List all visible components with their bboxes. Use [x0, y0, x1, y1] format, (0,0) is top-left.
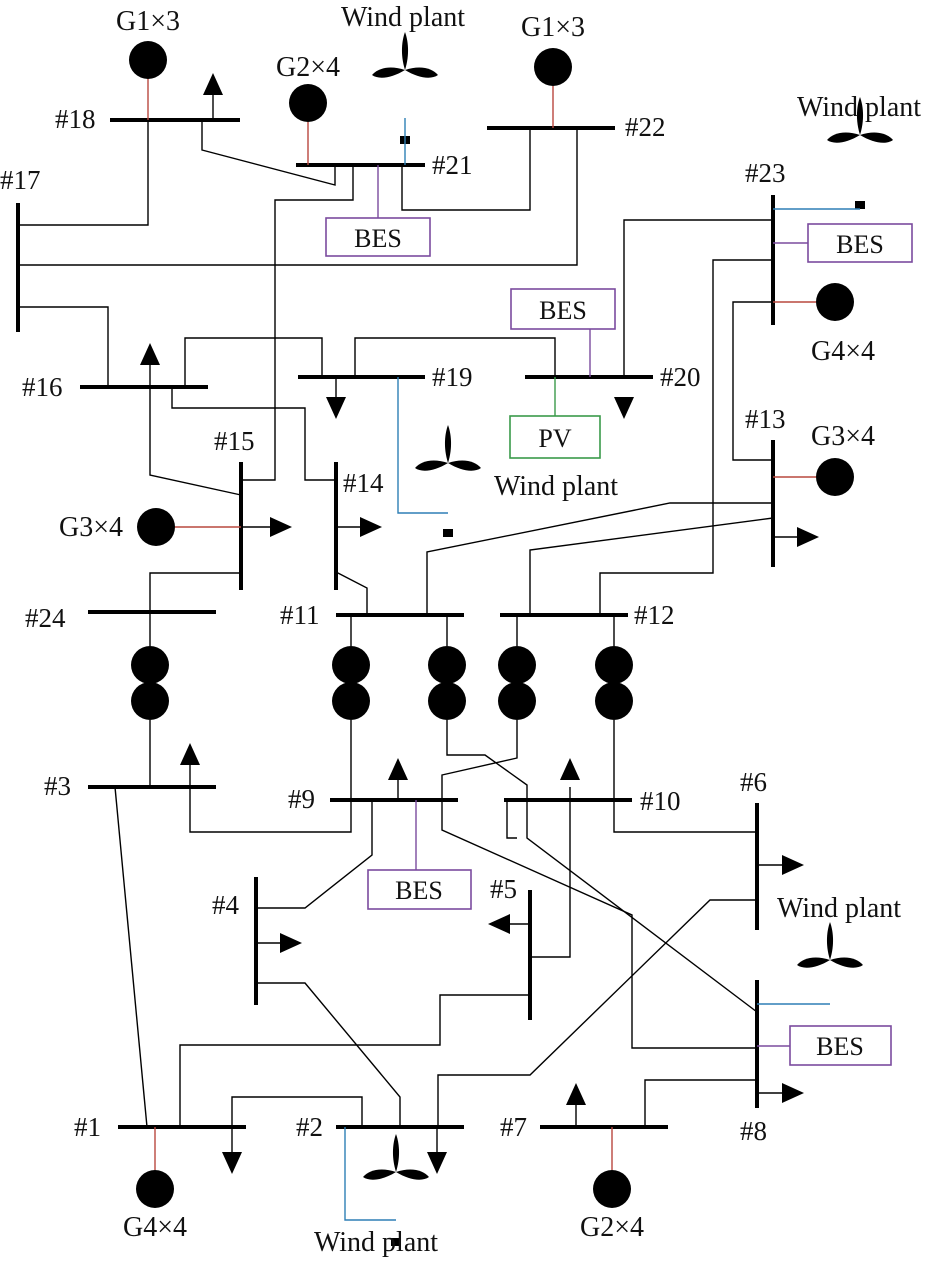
load-arrow-icon [360, 517, 382, 537]
wind-plant-label: Wind plant [777, 893, 901, 924]
bes-label: BES [539, 296, 587, 325]
transformer-icon [131, 646, 169, 720]
load-arrow-icon [280, 933, 302, 953]
load-arrow-icon [797, 527, 819, 547]
load-arrow-icon [388, 758, 408, 780]
bus-label-4: #4 [212, 890, 240, 920]
load-arrow-icon [782, 1083, 804, 1103]
storage-units: BES BES BES BES BES [325, 165, 913, 1066]
bus-label-12: #12 [634, 600, 675, 630]
wind-plants [344, 32, 893, 1246]
transformer-icon [498, 646, 536, 720]
bus-label-21: #21 [432, 150, 473, 180]
wind-plant-label: Wind plant [797, 92, 921, 123]
transmission-lines [18, 120, 774, 1128]
transformer-icon [428, 646, 466, 720]
bus-label-18: #18 [55, 104, 96, 134]
bus-label-19: #19 [432, 362, 473, 392]
wind-plant-label: Wind plant [314, 1227, 438, 1258]
load-arrow-icon [326, 397, 346, 419]
bus-label-11: #11 [280, 600, 320, 630]
generator-icon [136, 1170, 174, 1208]
generator-label-15: G3×4 [59, 512, 123, 543]
load-arrow-icon [566, 1083, 586, 1105]
bus-label-20: #20 [660, 362, 701, 392]
generator-icon [593, 1170, 631, 1208]
generator-icon [534, 48, 572, 86]
bus-label-5: #5 [490, 874, 517, 904]
bus-label-24: #24 [25, 603, 66, 633]
generator-icon [289, 84, 327, 122]
generator-icon [129, 41, 167, 79]
generator-icon [816, 283, 854, 321]
pv-label: PV [538, 424, 571, 453]
wind-plant-label: Wind plant [341, 2, 465, 33]
pv-unit: PV [509, 377, 601, 459]
load-arrow-icon [614, 397, 634, 419]
bus-label-6: #6 [740, 767, 767, 797]
generator-icon [816, 458, 854, 496]
generator-label-21: G2×4 [276, 52, 340, 83]
bus-label-1: #1 [74, 1112, 101, 1142]
wind-plant-label: Wind plant [494, 471, 618, 502]
transformer-icon [332, 646, 370, 720]
bus-label-8: #8 [740, 1116, 767, 1146]
bus-label-10: #10 [640, 786, 681, 816]
bus-label-2: #2 [296, 1112, 323, 1142]
generator-label-18: G1×3 [116, 6, 180, 37]
generator-label-1: G4×4 [123, 1212, 187, 1243]
bus-label-15: #15 [214, 426, 255, 456]
bus-label-22: #22 [625, 112, 666, 142]
bus-label-17: #17 [0, 165, 41, 195]
generator-label-23: G4×4 [811, 336, 875, 367]
bes-label: BES [354, 224, 402, 253]
bus-label-9: #9 [288, 784, 315, 814]
load-arrow-icon [140, 343, 160, 365]
generator-label-13: G3×4 [811, 421, 875, 452]
bus-label-7: #7 [500, 1112, 527, 1142]
wind-turbine-icon [415, 425, 481, 537]
load-arrow-icon [782, 855, 804, 875]
generator-label-22: G1×3 [521, 12, 585, 43]
generator-label-7: G2×4 [580, 1212, 644, 1243]
load-arrow-icon [427, 1152, 447, 1174]
wind-turbine-icon [797, 922, 863, 1034]
bus-label-13: #13 [745, 404, 786, 434]
load-arrow-icon [560, 758, 580, 780]
bus-label-3: #3 [44, 771, 71, 801]
load-arrow-icon [180, 743, 200, 765]
generators [129, 41, 854, 1208]
load-arrow-icon [270, 517, 292, 537]
generator-icon [137, 508, 175, 546]
loads [140, 73, 819, 1174]
load-arrow-icon [203, 73, 223, 95]
bes-label: BES [836, 230, 884, 259]
bus-label-14: #14 [343, 468, 384, 498]
bus-label-23: #23 [745, 158, 786, 188]
buses [16, 118, 775, 1129]
transformer-icon [595, 646, 633, 720]
load-arrow-icon [222, 1152, 242, 1174]
bes-label: BES [816, 1032, 864, 1061]
load-arrow-icon [488, 914, 510, 934]
bes-label: BES [395, 876, 443, 905]
bus-label-16: #16 [22, 372, 63, 402]
transformers [131, 646, 633, 720]
